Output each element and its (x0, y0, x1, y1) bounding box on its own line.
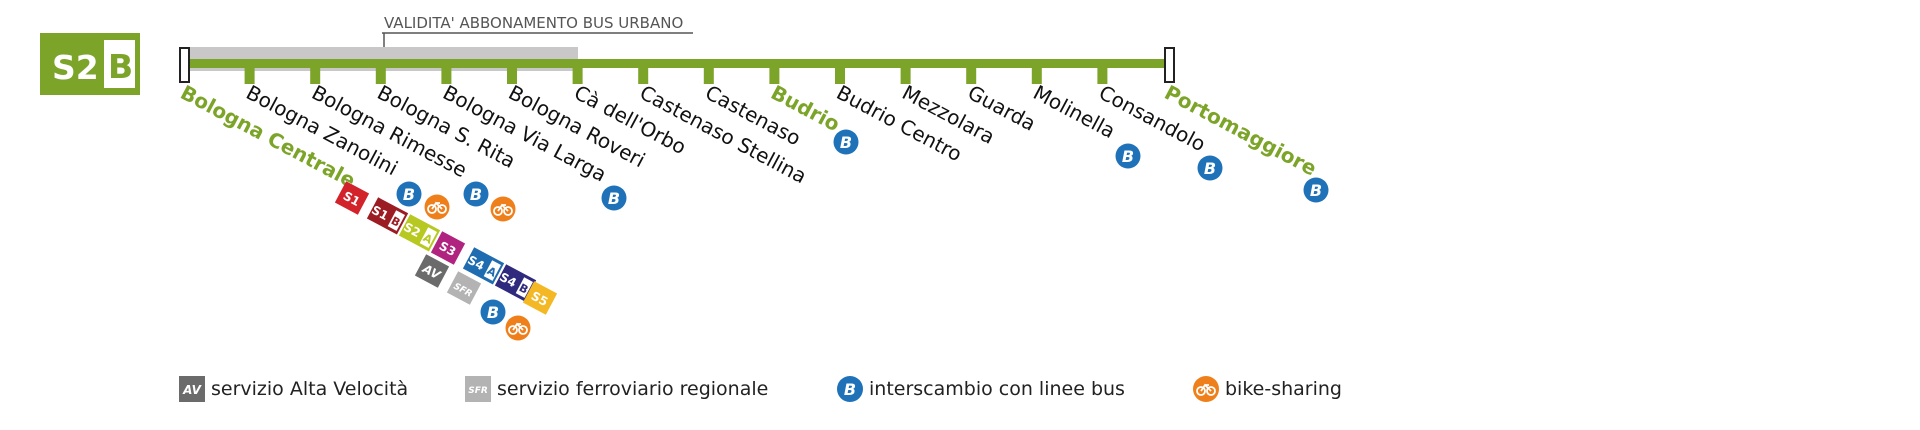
station-tick-molinella (1031, 67, 1042, 84)
bus-interchange-icon: B (837, 376, 863, 402)
line-badge-suffix-box (104, 40, 135, 88)
station-tick-mezzolara (900, 67, 911, 84)
bus-interchange-icon: B (480, 299, 506, 325)
bus-icon-letter: B (470, 185, 482, 204)
service-badge-sub-box (387, 210, 406, 231)
station-tick-consandolo (1097, 67, 1108, 84)
bus-icon-circle (1115, 143, 1141, 169)
station-tick-bologna-roveri (507, 67, 517, 84)
sfr-icon-box (465, 376, 491, 402)
bike-icon-frame (497, 203, 509, 212)
bus-icon-circle (480, 299, 506, 325)
legend-av-text: servizio Alta Velocità (211, 378, 409, 400)
bus-icon-letter: B (608, 189, 620, 208)
bus-icon-letter: B (844, 380, 856, 399)
bike-sharing-icon (1193, 376, 1219, 402)
bus-icon-circle (396, 181, 422, 207)
legend-av: AV servizio Alta Velocità (179, 376, 408, 402)
station-tick-castenaso (703, 67, 714, 84)
service-badge-sub-box (515, 277, 534, 298)
service-badge-sub-box (483, 260, 502, 281)
station-tick-budrio (769, 67, 780, 84)
station-tick-bologna-zanolini (244, 67, 255, 84)
station-tick-castenaso-stellina (638, 67, 649, 84)
sfr-icon: SFR (465, 376, 491, 402)
line-badge-suffix: B (108, 47, 133, 86)
bus-interchange-icon: B (1115, 143, 1141, 169)
bus-icon-letter: B (487, 303, 499, 322)
service-badge-s4b: S4B (494, 264, 537, 302)
bus-interchange-icon: B (1197, 155, 1223, 181)
bus-interchange-icon: B (1303, 177, 1329, 203)
line-badge: S2 B (40, 33, 140, 95)
bus-icon-circle (833, 129, 859, 155)
bike-sharing-icon (424, 194, 450, 220)
av-icon-box (179, 376, 205, 402)
bus-interchange-icon: B (833, 129, 859, 155)
terminus-portomaggiore (1164, 47, 1175, 83)
av-icon-label: AV (182, 383, 202, 397)
bike-sharing-icon (505, 315, 531, 341)
bike-icon-wheel-left (1196, 386, 1206, 396)
service-badge-box (430, 231, 466, 265)
service-badge-s2a: S2A (398, 214, 441, 252)
legend-bus-text: interscambio con linee bus (869, 378, 1125, 400)
service-badge-box (414, 254, 450, 288)
bus-icon-circle (463, 181, 489, 207)
bike-icon-wheel (437, 204, 447, 214)
service-badge-box (334, 181, 370, 215)
bike-icon-wheel (508, 325, 518, 335)
bus-icon-circle (1197, 155, 1223, 181)
service-badge-sfr: SFR (446, 271, 482, 305)
bus-icon-letter: B (403, 185, 415, 204)
station-tick-ca-dell-orbo (572, 67, 583, 84)
service-badge-s5: S5 (522, 281, 558, 315)
bike-icon-wheel-right (1206, 386, 1216, 396)
station-tick-guarda (966, 67, 977, 84)
line-track (186, 59, 1170, 68)
bus-icon-circle (601, 185, 627, 211)
bus-icon-letter: B (1204, 159, 1216, 178)
sfr-icon-label: SFR (468, 386, 488, 396)
service-badge-s3: S3 (430, 231, 466, 265)
bike-icon-frame (512, 322, 524, 331)
service-badge-s1b: S1B (366, 197, 409, 235)
bus-interchange-icon: B (396, 181, 422, 207)
legend-sfr: SFR servizio ferroviario regionale (465, 376, 768, 402)
service-badge-box (446, 271, 482, 305)
bike-icon-frame (1200, 383, 1212, 392)
terminus-bologna-centrale (179, 47, 190, 83)
legend-sfr-text: servizio ferroviario regionale (497, 378, 769, 400)
line-badge-prefix: S2 (52, 48, 99, 87)
av-icon: AV (179, 376, 205, 402)
bike-icon-wheel (518, 325, 528, 335)
bike-icon-wheel (503, 206, 513, 216)
station-tick-budrio-centro (835, 67, 845, 84)
station-tick-bologna-rimesse (310, 67, 321, 84)
legend-bus: B interscambio con linee bus (837, 376, 1125, 402)
legend-bike: bike-sharing (1193, 376, 1342, 402)
bus-icon-letter: B (1310, 181, 1322, 200)
bike-sharing-icon (490, 196, 516, 222)
validity-label: VALIDITA' ABBONAMENTO BUS URBANO (384, 14, 683, 32)
bus-interchange-icon: B (601, 185, 627, 211)
service-badge-sub-box (419, 227, 438, 248)
service-badge-av: AV (414, 254, 450, 288)
bus-icon-circle (1303, 177, 1329, 203)
bus-interchange-icon: B (463, 181, 489, 207)
service-badge-s4a: S4A (462, 247, 505, 285)
bus-icon-letter: B (1122, 147, 1134, 166)
legend-bike-text: bike-sharing (1225, 378, 1342, 400)
station-tick-bologna-via-larga (441, 67, 452, 84)
station-tick-bologna-s-rita (375, 67, 386, 84)
bus-icon-letter: B (840, 133, 852, 152)
service-badge-box (522, 281, 558, 315)
bike-icon-frame (431, 201, 443, 210)
bus-icon-circle (837, 376, 863, 402)
bike-icon-wheel (493, 206, 503, 216)
bike-icon-wheel (427, 204, 437, 214)
service-badge-s1: S1 (334, 181, 370, 215)
